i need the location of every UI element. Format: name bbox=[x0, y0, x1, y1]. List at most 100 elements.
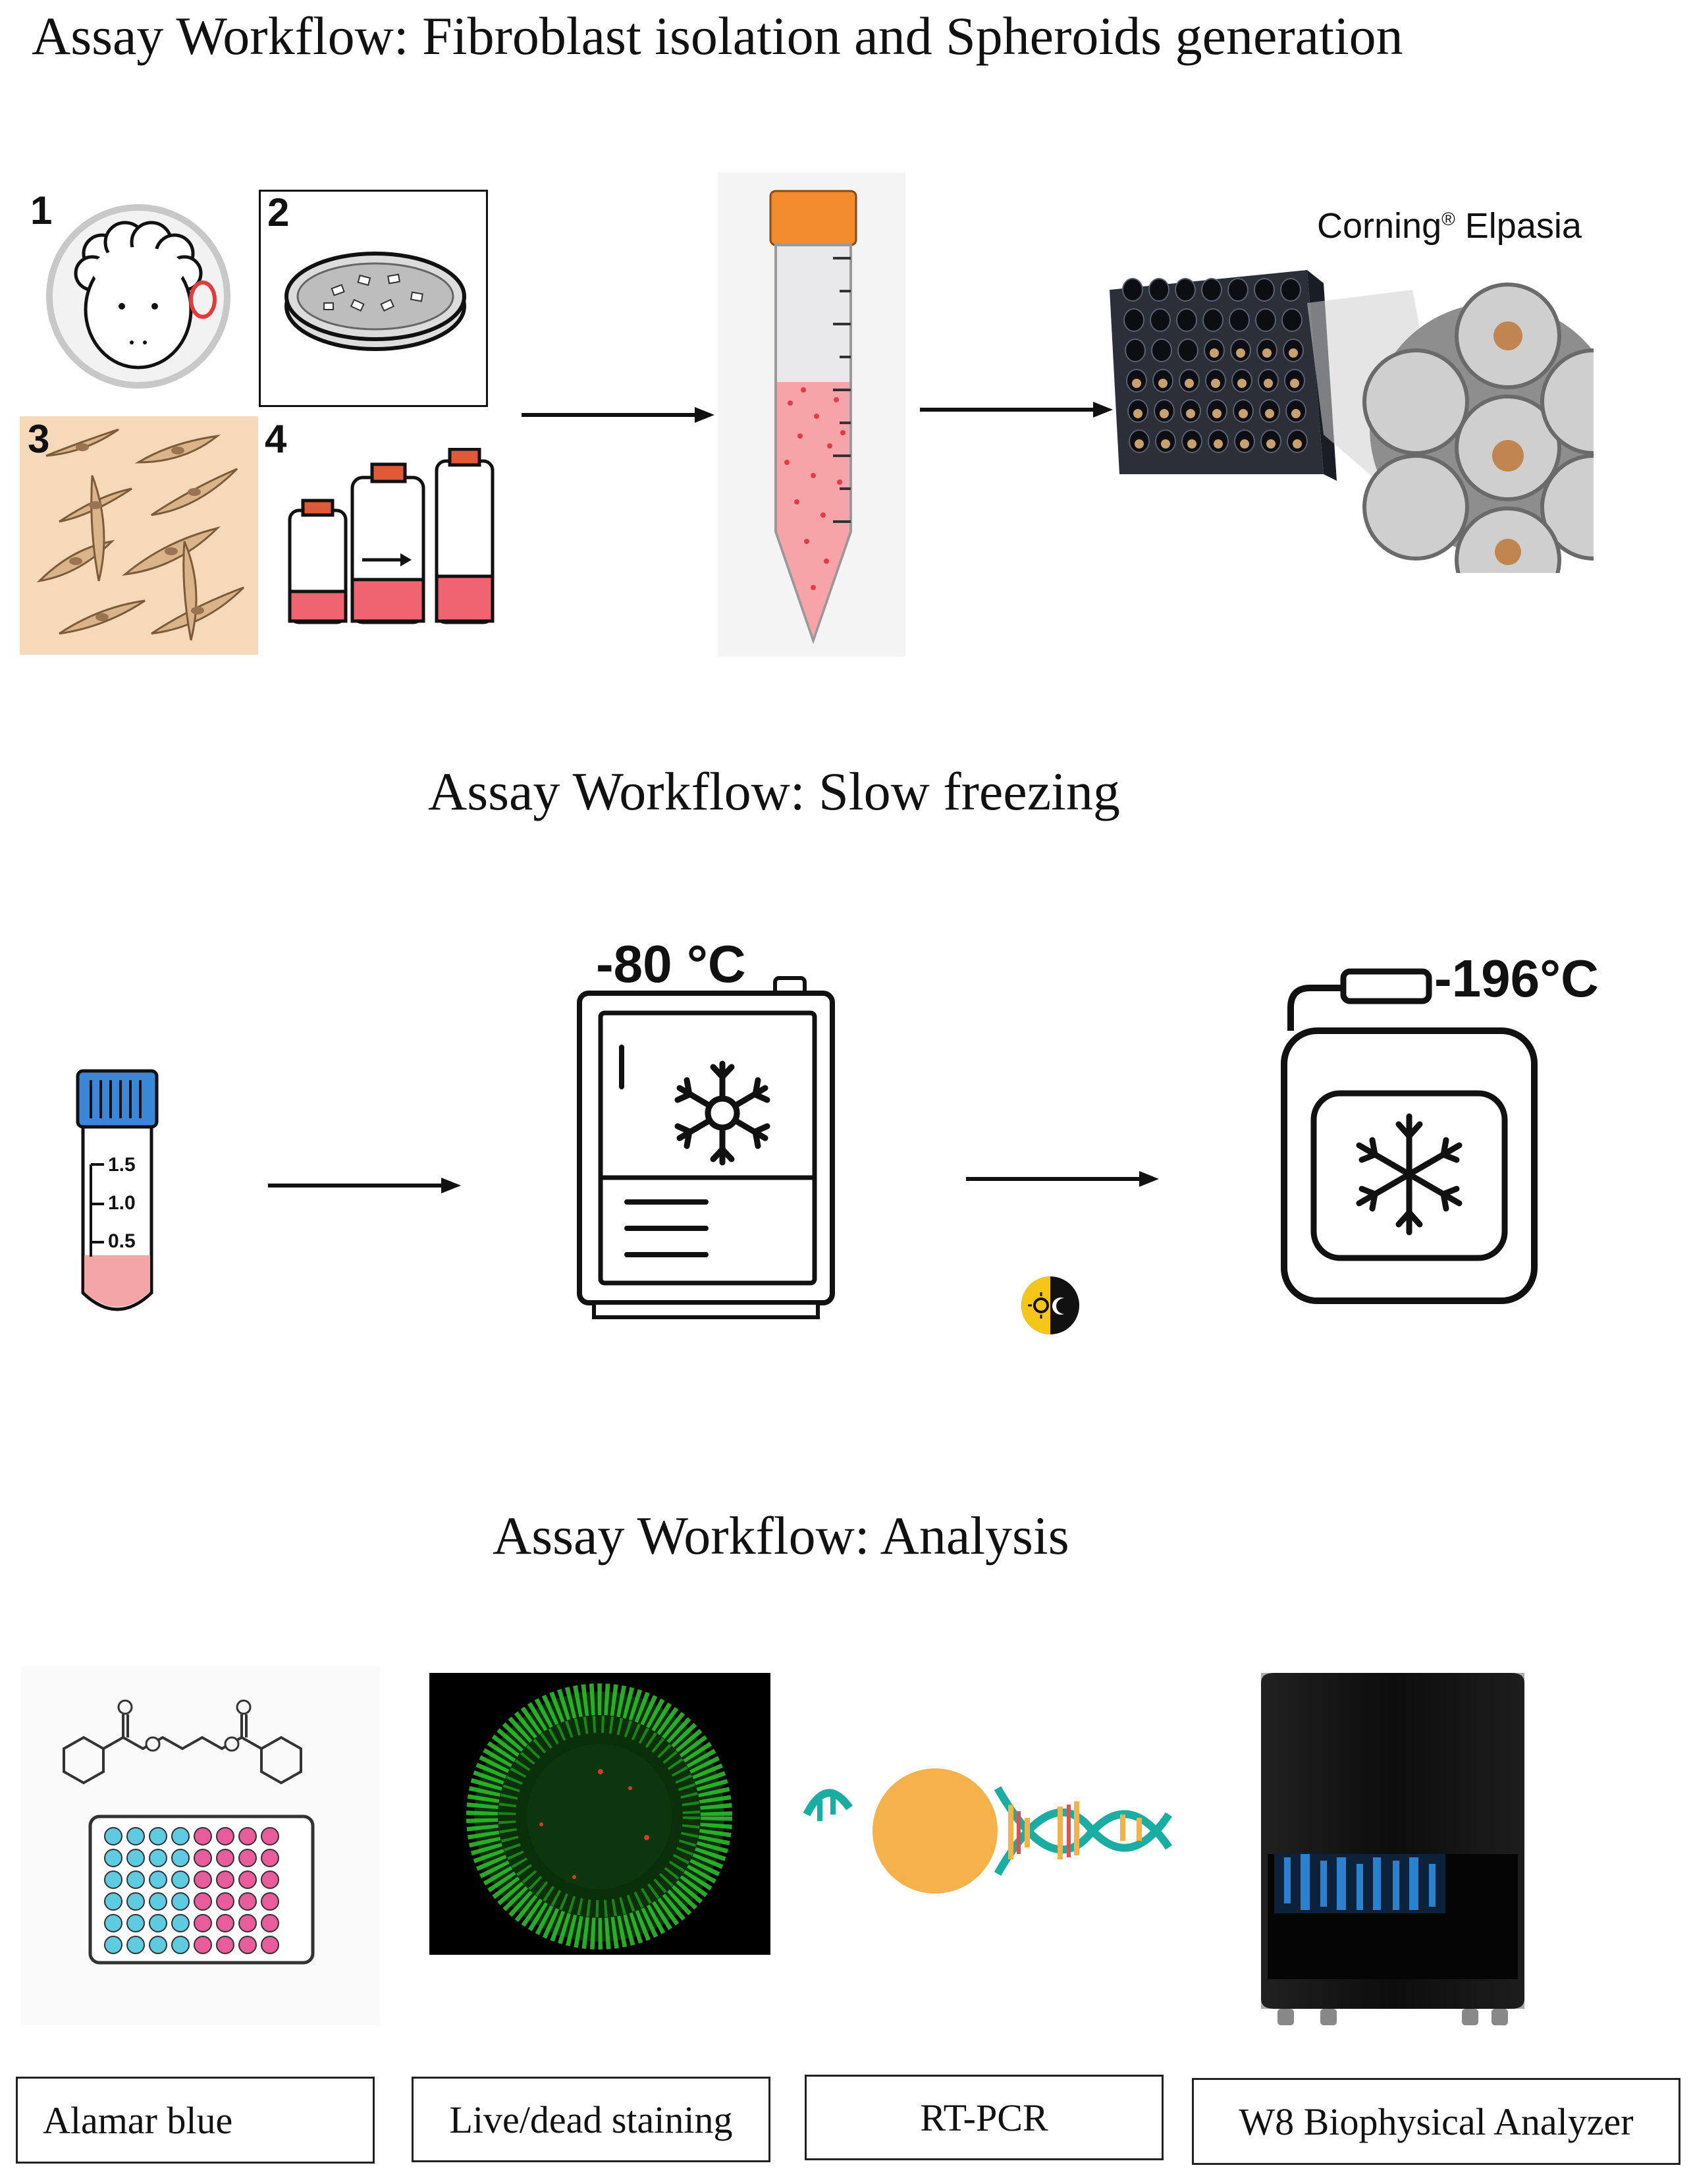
spheroid bbox=[1186, 409, 1195, 418]
conical-tube-icon bbox=[718, 173, 905, 657]
step-number-4: 4 bbox=[265, 417, 287, 461]
assay-well bbox=[149, 1849, 167, 1867]
cryovial-icon bbox=[76, 1069, 159, 1311]
plate-well bbox=[1123, 308, 1144, 332]
plate-well bbox=[1125, 339, 1146, 362]
plate-well bbox=[1227, 278, 1249, 302]
assay-well bbox=[171, 1849, 190, 1867]
step-number-2: 2 bbox=[267, 190, 290, 234]
assay-well bbox=[126, 1936, 145, 1954]
plate-well bbox=[1175, 278, 1196, 302]
assay-well bbox=[126, 1892, 145, 1911]
assay-well bbox=[194, 1936, 212, 1954]
freezer-icon bbox=[577, 976, 835, 1319]
assay-well bbox=[126, 1827, 145, 1845]
spheroid bbox=[1132, 379, 1141, 388]
assay-well bbox=[261, 1870, 279, 1889]
assay-well bbox=[171, 1914, 190, 1932]
assay-well bbox=[261, 1892, 279, 1911]
assay-well bbox=[261, 1827, 279, 1845]
assay-well bbox=[261, 1936, 279, 1954]
plate-well bbox=[1150, 308, 1171, 332]
assay-well bbox=[104, 1914, 122, 1932]
assay-well bbox=[149, 1892, 167, 1911]
assay-well bbox=[216, 1892, 234, 1911]
assay-well bbox=[238, 1849, 257, 1867]
freezer-temp-label: -80 °C bbox=[596, 935, 746, 993]
spheroid bbox=[1133, 409, 1142, 418]
culture-flasks-icon bbox=[288, 448, 495, 624]
assay-well bbox=[104, 1936, 122, 1954]
assay-well bbox=[216, 1827, 234, 1845]
assay-well bbox=[104, 1892, 122, 1911]
vial-mark-0-5: 0.5 bbox=[108, 1230, 136, 1252]
section-title-analysis: Assay Workflow: Analysis bbox=[493, 1506, 1069, 1566]
spheroid bbox=[1290, 379, 1299, 388]
spheroid bbox=[1262, 348, 1272, 358]
plate-well bbox=[1151, 339, 1172, 362]
vial-mark-1-0: 1.0 bbox=[108, 1192, 136, 1214]
arrow-icon bbox=[920, 402, 1113, 418]
spheroid-wells bbox=[1122, 278, 1308, 453]
spheroid bbox=[1161, 439, 1170, 449]
dewar-temp-label: -196°C bbox=[1434, 949, 1599, 1008]
spheroid bbox=[1211, 379, 1220, 388]
registered-mark: ® bbox=[1441, 209, 1455, 229]
plate-brand-label: Corning® Elpasia bbox=[1317, 205, 1582, 246]
spheroid bbox=[1237, 379, 1247, 388]
assay-well bbox=[238, 1827, 257, 1845]
assay-well bbox=[149, 1914, 167, 1932]
spheroid-stain-image bbox=[429, 1673, 770, 1955]
arrow-icon bbox=[966, 1171, 1159, 1187]
assay-well bbox=[126, 1870, 145, 1889]
assay-well bbox=[216, 1870, 234, 1889]
assay-well bbox=[171, 1870, 190, 1889]
plate-well bbox=[1176, 308, 1197, 332]
assay-well bbox=[171, 1892, 190, 1911]
arrow-icon bbox=[522, 407, 714, 423]
label-w8-analyzer: W8 Biophysical Analyzer bbox=[1192, 2078, 1680, 2165]
spheroid bbox=[1265, 409, 1274, 418]
plate-brand: Corning bbox=[1317, 206, 1442, 246]
sheep-icon bbox=[46, 204, 230, 389]
plate-well bbox=[1254, 278, 1275, 302]
step-number-1: 1 bbox=[30, 188, 53, 232]
spheroid bbox=[1240, 439, 1249, 449]
assay-well bbox=[238, 1892, 257, 1911]
dewar-icon bbox=[1281, 968, 1538, 1304]
dna-icon bbox=[803, 1768, 1172, 1894]
plate-well bbox=[1122, 278, 1143, 302]
arrow-icon bbox=[268, 1178, 461, 1193]
spheroid bbox=[1135, 439, 1144, 449]
assay-well bbox=[104, 1849, 122, 1867]
assay-well bbox=[261, 1849, 279, 1867]
spheroid bbox=[1289, 348, 1298, 358]
spheroid bbox=[1266, 439, 1276, 449]
section-title-isolation: Assay Workflow: Fibroblast isolation and… bbox=[32, 6, 1403, 66]
label-live-dead-staining: Live/dead staining bbox=[412, 2077, 770, 2162]
plate-well bbox=[1201, 278, 1222, 302]
plate-well bbox=[1202, 308, 1223, 332]
assay-well bbox=[238, 1936, 257, 1954]
plate-well bbox=[1229, 308, 1250, 332]
fibroblast-cells-icon bbox=[20, 416, 258, 655]
assay-well bbox=[194, 1849, 212, 1867]
spheroid bbox=[1158, 379, 1168, 388]
assay-well bbox=[126, 1849, 145, 1867]
assay-well bbox=[149, 1870, 167, 1889]
plate-well bbox=[1255, 308, 1276, 332]
assay-well bbox=[238, 1914, 257, 1932]
spheroid bbox=[1160, 409, 1169, 418]
molecule-icon bbox=[63, 1714, 302, 1785]
plate-model: Elpasia bbox=[1465, 206, 1582, 246]
spheroid bbox=[1212, 409, 1222, 418]
spheroid bbox=[1293, 439, 1302, 449]
plate-well bbox=[1280, 278, 1301, 302]
spheroid bbox=[1210, 348, 1219, 358]
plate-well bbox=[1177, 339, 1198, 362]
assay-well bbox=[149, 1827, 167, 1845]
spheroid bbox=[1185, 379, 1194, 388]
snowflake-icon bbox=[674, 1060, 770, 1166]
assay-well bbox=[104, 1827, 122, 1845]
spheroid bbox=[1239, 409, 1248, 418]
